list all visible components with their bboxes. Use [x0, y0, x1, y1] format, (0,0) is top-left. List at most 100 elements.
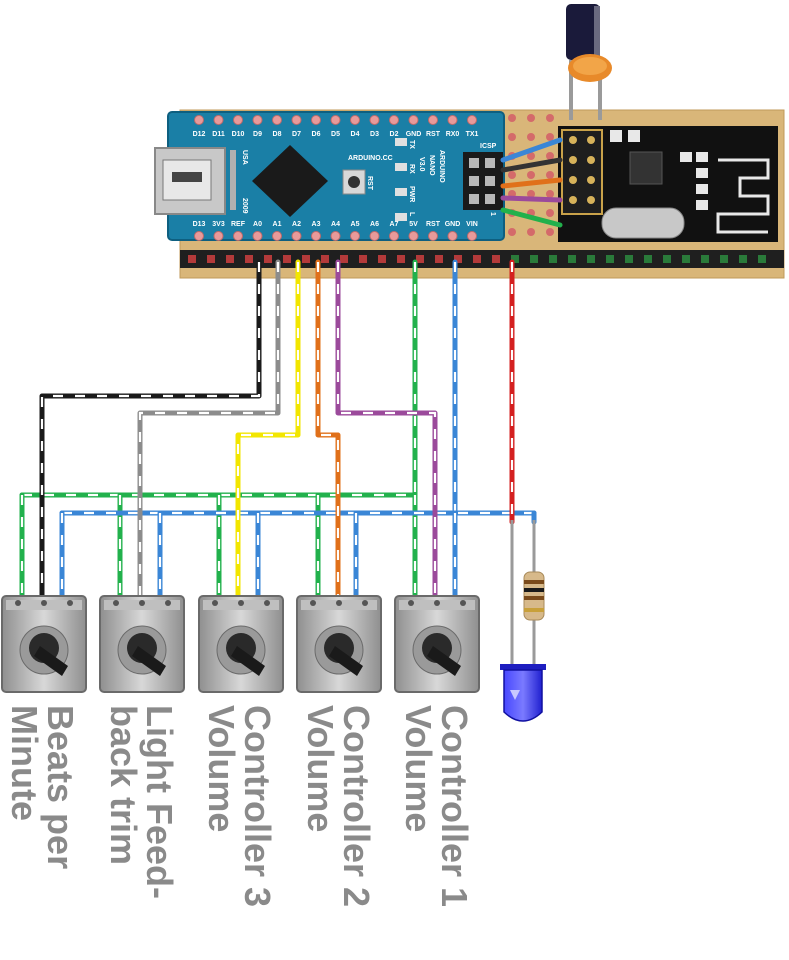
pin-label: D5	[331, 131, 340, 138]
header-pin	[378, 255, 386, 263]
pin-label: GND	[406, 131, 422, 138]
pin-pad	[252, 115, 263, 125]
silk-icsp: ICSP	[480, 143, 497, 150]
pin-pad	[467, 231, 477, 241]
pin-pad	[252, 231, 263, 241]
pot-label-line: Beats per	[40, 705, 81, 870]
potentiometer-icon[interactable]	[296, 595, 382, 693]
pot-label-line: Volume	[398, 705, 439, 833]
nrf-pin	[587, 156, 595, 164]
header-pin	[663, 255, 671, 263]
pin-label: D8	[273, 131, 282, 138]
pot-label-line: Minute	[4, 705, 45, 821]
wire-stripe	[40, 262, 261, 598]
strip-hole	[508, 171, 516, 179]
wire-stripe	[138, 262, 280, 598]
header-pin	[397, 255, 405, 263]
pin-label: A7	[390, 221, 399, 228]
silk-name-3: V3.0	[418, 157, 425, 172]
header-pin	[264, 255, 272, 263]
header-pin	[435, 255, 443, 263]
pin-pad	[311, 115, 321, 125]
usb-connector-icon	[154, 147, 236, 215]
pin-pad	[428, 115, 438, 125]
potentiometer-icon[interactable]	[99, 595, 185, 693]
header-pin	[682, 255, 690, 263]
pin-pad	[194, 115, 204, 125]
nrf-pin	[569, 136, 577, 144]
pin-label: D3	[370, 131, 379, 138]
pot-label-line: Volume	[300, 705, 341, 833]
header-pin	[188, 255, 196, 263]
strip-hole	[527, 114, 535, 122]
header-pin	[720, 255, 728, 263]
pin-label: 5V	[409, 221, 418, 228]
pin-pad	[330, 115, 341, 125]
pin-pad	[447, 115, 458, 125]
silk-tx: TX	[408, 140, 415, 149]
strip-hole	[508, 133, 516, 141]
header-pin	[321, 255, 329, 263]
header-pin	[625, 255, 633, 263]
silk-pwr: PWR	[408, 186, 415, 202]
pin-pad	[408, 231, 419, 241]
pin-pad	[389, 231, 399, 241]
wires	[19, 137, 563, 601]
header-pin	[454, 255, 462, 263]
capacitor-icon	[566, 4, 612, 120]
header-pin	[340, 255, 348, 263]
silk-rx: RX	[408, 164, 415, 174]
header-pin	[359, 255, 367, 263]
pin-pad	[272, 115, 282, 125]
silk-name-2: NANO	[428, 155, 435, 176]
strip-hole	[546, 190, 554, 198]
icsp-pin	[485, 194, 495, 204]
header-pin	[511, 255, 519, 263]
strip-hole	[546, 114, 554, 122]
pin-pad	[369, 231, 380, 241]
potentiometer-icon[interactable]	[394, 595, 480, 693]
potentiometer-icon[interactable]	[1, 595, 87, 693]
header-pin	[549, 255, 557, 263]
potentiometer-icon[interactable]	[198, 595, 284, 693]
pot-label-line: Light Feed-	[139, 705, 180, 899]
pin-label: GND	[445, 221, 461, 228]
pin-label: D11	[212, 131, 225, 138]
pot-label: Light Feed-back trim	[103, 705, 180, 899]
header-pin	[644, 255, 652, 263]
pin-pad	[213, 115, 224, 125]
silk-l: L	[408, 212, 415, 217]
strip-hole	[527, 228, 535, 236]
strip-hole	[546, 228, 554, 236]
pot-label-line: Controller 3	[237, 705, 278, 908]
pin-label: D9	[253, 131, 262, 138]
pin-pad	[194, 231, 204, 241]
pin-pad	[213, 231, 224, 241]
strip-hole	[546, 171, 554, 179]
header-pin	[568, 255, 576, 263]
header-pin	[701, 255, 709, 263]
nrf-pin	[587, 136, 595, 144]
pin-label: D4	[351, 131, 360, 138]
silk-arduino-cc: ARDUINO.CC	[348, 155, 393, 162]
header-pin	[302, 255, 310, 263]
wire	[500, 137, 563, 163]
strip-hole	[508, 114, 516, 122]
pot-label-line: Controller 1	[434, 705, 475, 908]
pin-pad	[428, 231, 438, 241]
header-pin	[416, 255, 424, 263]
silk-year: 2009	[241, 198, 248, 214]
pin-label: A3	[312, 221, 321, 228]
potentiometers	[1, 595, 480, 693]
icsp-pin	[485, 176, 495, 186]
header-pin	[207, 255, 215, 263]
pin-pad	[291, 115, 302, 125]
pin-label: D10	[232, 131, 245, 138]
silk-usa: USA	[241, 150, 248, 165]
resistor-icon	[523, 520, 545, 670]
pin-label: D7	[292, 131, 301, 138]
header-pin	[226, 255, 234, 263]
pin-pad	[330, 231, 341, 241]
